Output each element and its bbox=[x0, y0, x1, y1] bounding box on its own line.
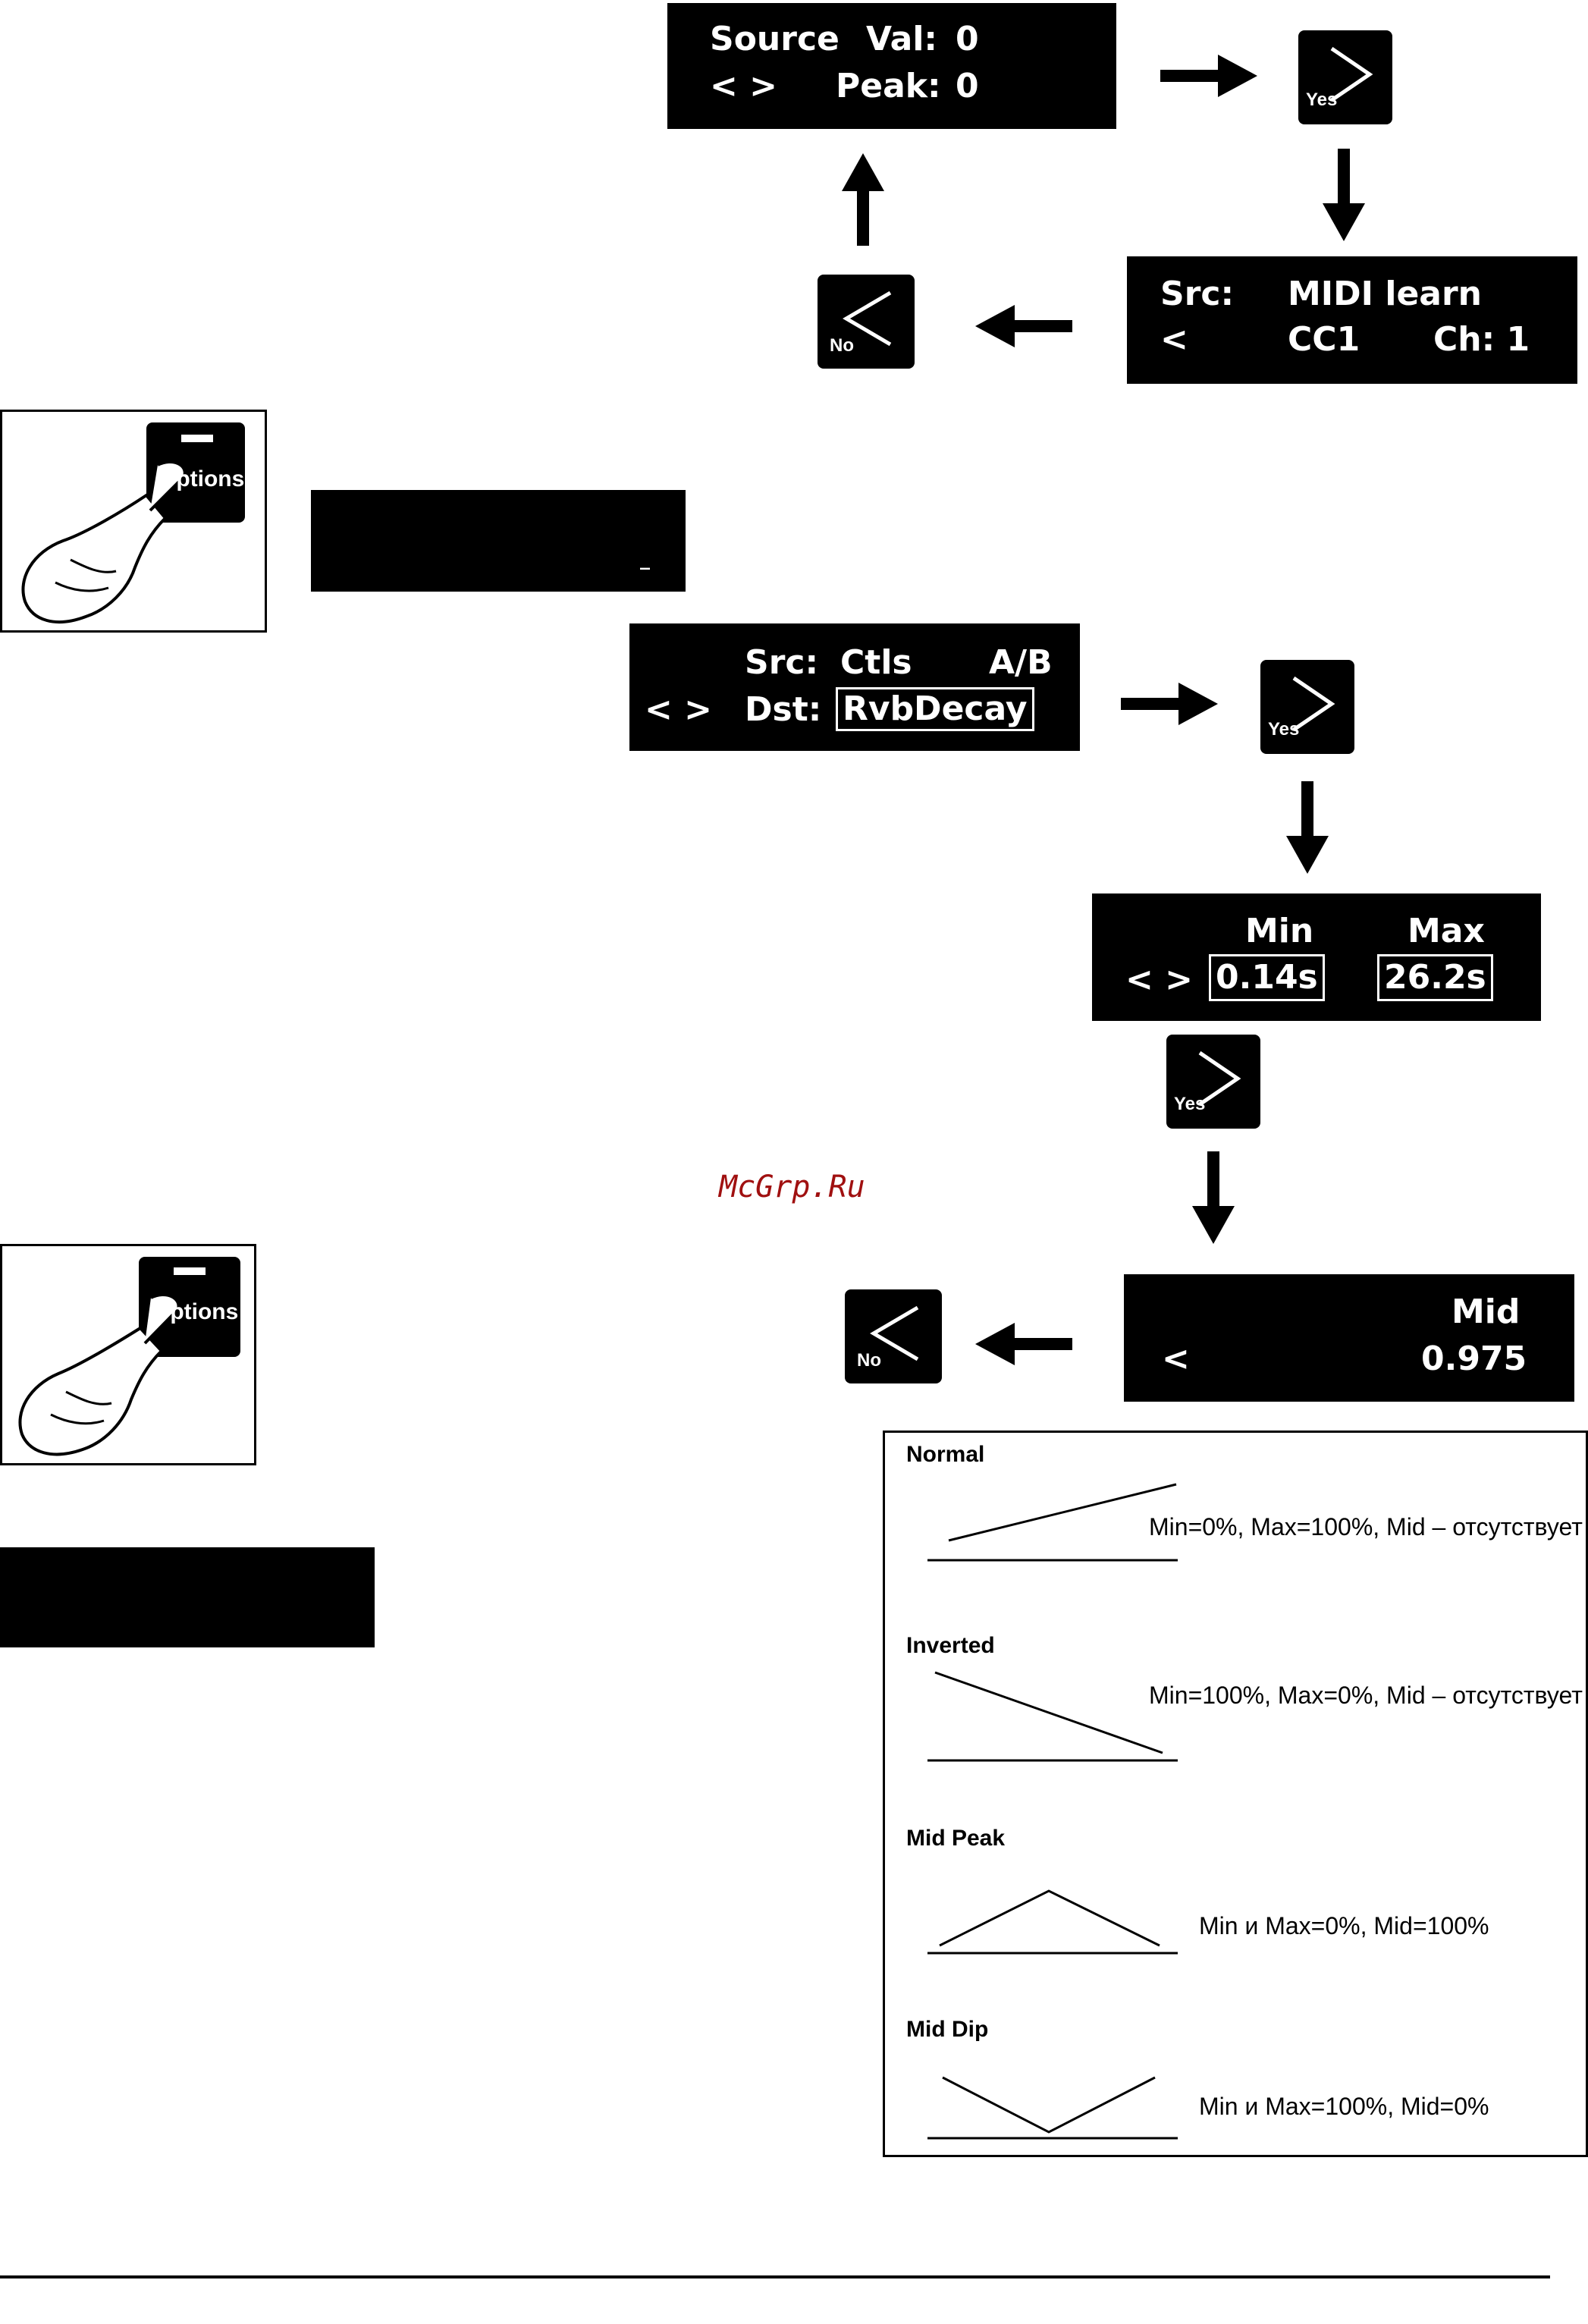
curve-types-panel: Normal Min=0%, Max=100%, Mid – отсутству… bbox=[883, 1431, 1588, 2157]
arrow-down-icon bbox=[1323, 149, 1365, 241]
yes-button[interactable]: Yes bbox=[1163, 1032, 1263, 1135]
no-button[interactable]: No bbox=[842, 1286, 945, 1390]
curve-description: Min=100%, Max=0%, Mid – отсутствует bbox=[1149, 1682, 1583, 1709]
val-value: 0 bbox=[956, 20, 979, 58]
footer-rule bbox=[0, 2275, 1550, 2278]
arrow-left-icon bbox=[975, 305, 1072, 347]
yes-button[interactable]: Yes bbox=[1257, 657, 1357, 761]
cc-value: CC1 bbox=[1288, 320, 1360, 359]
channel-value: Ch: 1 bbox=[1433, 320, 1530, 359]
no-button[interactable]: No bbox=[814, 272, 918, 375]
dst-label: Dst: bbox=[745, 690, 822, 729]
curve-description: Min=0%, Max=100%, Mid – отсутствует bbox=[1149, 1513, 1583, 1540]
min-label: Min bbox=[1245, 912, 1314, 950]
src-label: Src: bbox=[1160, 275, 1235, 313]
curve-title: Inverted bbox=[906, 1633, 995, 1658]
nav-arrow: < bbox=[1160, 320, 1188, 359]
inverted-curve-icon bbox=[927, 1671, 1178, 1762]
arrow-down-icon bbox=[1192, 1151, 1235, 1244]
curve-description: Min и Max=100%, Mid=0% bbox=[1199, 2093, 1489, 2120]
max-value: 26.2s bbox=[1377, 954, 1493, 1001]
curve-description: Min и Max=0%, Mid=100% bbox=[1199, 1912, 1489, 1939]
lcd-blank-screen: _ bbox=[311, 490, 686, 592]
yes-label: Yes bbox=[1174, 1094, 1206, 1114]
options-press-illustration: Options bbox=[0, 1244, 256, 1465]
source-label: Source bbox=[710, 20, 840, 58]
options-label: Options bbox=[152, 1299, 239, 1324]
arrow-right-icon bbox=[1160, 55, 1257, 97]
curve-title: Mid Dip bbox=[906, 2017, 989, 2042]
options-press-illustration: Options bbox=[0, 410, 267, 633]
lcd-blank-screen bbox=[0, 1547, 375, 1647]
nav-arrow: < bbox=[1162, 1339, 1190, 1378]
no-label: No bbox=[830, 335, 854, 356]
watermark-text: McGrp.Ru bbox=[719, 1170, 865, 1204]
arrow-left-icon bbox=[975, 1323, 1072, 1365]
lcd-min-max-screen: Min Max < > 0.14s 26.2s bbox=[1092, 893, 1541, 1021]
peak-value: 0 bbox=[956, 67, 979, 105]
midi-learn-value: MIDI learn bbox=[1288, 275, 1483, 313]
curve-title: Normal bbox=[906, 1442, 985, 1467]
src-value: Ctls bbox=[840, 643, 912, 682]
arrow-down-icon bbox=[1286, 781, 1329, 874]
lcd-src-dst-screen: Src: Ctls A/B < > Dst: RvbDecay bbox=[629, 623, 1080, 751]
lcd-source-screen: Source Val: 0 < > Peak: 0 bbox=[667, 3, 1116, 129]
arrow-right-icon bbox=[1121, 683, 1218, 725]
mid-label: Mid bbox=[1451, 1292, 1521, 1331]
dst-value: RvbDecay bbox=[836, 687, 1034, 731]
nav-arrows: < > bbox=[645, 690, 713, 729]
peak-label: Peak: bbox=[836, 67, 941, 105]
mid-dip-curve-icon bbox=[927, 2076, 1178, 2140]
nav-arrows: < > bbox=[1125, 960, 1194, 999]
mid-peak-curve-icon bbox=[927, 1889, 1178, 1955]
lcd-mid-screen: Mid < 0.975 bbox=[1124, 1274, 1574, 1402]
no-label: No bbox=[857, 1350, 881, 1371]
normal-curve-icon bbox=[927, 1483, 1178, 1562]
cursor: _ bbox=[640, 548, 650, 570]
min-value: 0.14s bbox=[1209, 954, 1325, 1001]
max-label: Max bbox=[1408, 912, 1485, 950]
lcd-src-midi-screen: Src: MIDI learn < CC1 Ch: 1 bbox=[1127, 256, 1577, 384]
val-label: Val: bbox=[866, 20, 938, 58]
ab-value: A/B bbox=[989, 643, 1053, 682]
arrow-up-icon bbox=[842, 153, 884, 246]
yes-label: Yes bbox=[1268, 719, 1300, 740]
mid-value: 0.975 bbox=[1421, 1339, 1527, 1378]
nav-arrows: < > bbox=[710, 67, 778, 105]
src-label: Src: bbox=[745, 643, 819, 682]
yes-button[interactable]: Yes bbox=[1295, 27, 1395, 131]
yes-label: Yes bbox=[1306, 90, 1338, 110]
options-label: Options bbox=[158, 466, 245, 491]
curve-title: Mid Peak bbox=[906, 1826, 1006, 1851]
